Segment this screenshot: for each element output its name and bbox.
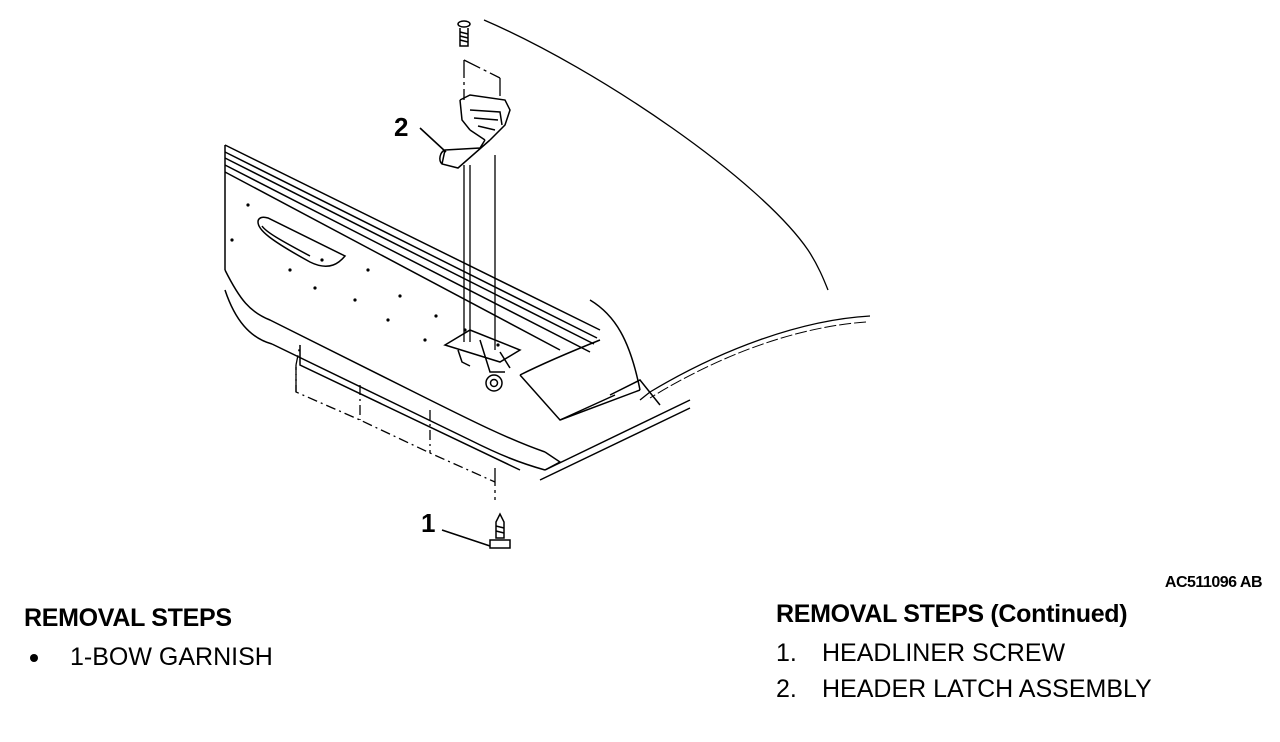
callout-leader-1: [441, 529, 491, 547]
mounting-holes: [230, 203, 500, 347]
removal-steps-continued-title: REMOVAL STEPS (Continued): [776, 600, 1128, 628]
figure-id: AC511096 AB: [1164, 574, 1263, 591]
step-text: HEADER LATCH ASSEMBLY: [822, 675, 1152, 703]
removal-steps-panel: REMOVAL STEPS 1-BOW GARNISH: [24, 604, 273, 679]
callout-number-1: 1: [421, 508, 436, 538]
header-bow: [224, 144, 691, 481]
windshield-outline: [483, 19, 829, 291]
header-latch-assembly: [439, 94, 511, 169]
list-item: 1. HEADLINER SCREW: [776, 639, 1152, 675]
list-item: 1-BOW GARNISH: [24, 643, 273, 679]
bullet-icon: [30, 654, 38, 662]
step-text: 1-BOW GARNISH: [70, 643, 273, 671]
alignment-lines: [295, 59, 501, 500]
exploded-view-diagram: [224, 19, 871, 549]
step-number: 1.: [776, 639, 797, 667]
list-item: 2. HEADER LATCH ASSEMBLY: [776, 675, 1152, 711]
callout-leader-2: [419, 127, 447, 153]
headliner-screw-bottom: [489, 512, 511, 549]
removal-steps-continued-panel: REMOVAL STEPS (Continued) 1. HEADLINER S…: [776, 600, 1152, 711]
headliner-screw-top: [457, 20, 471, 47]
latch-guide-lines: [463, 155, 496, 350]
latch-mount-area: [443, 329, 522, 392]
removal-steps-title: REMOVAL STEPS: [24, 604, 232, 632]
roof-edge-inner: [649, 321, 867, 399]
step-number: 2.: [776, 675, 797, 703]
roof-edge-line: [639, 315, 871, 401]
callout-number-2: 2: [394, 112, 409, 142]
step-text: HEADLINER SCREW: [822, 639, 1066, 667]
garnish-dash-outline: [295, 344, 496, 483]
